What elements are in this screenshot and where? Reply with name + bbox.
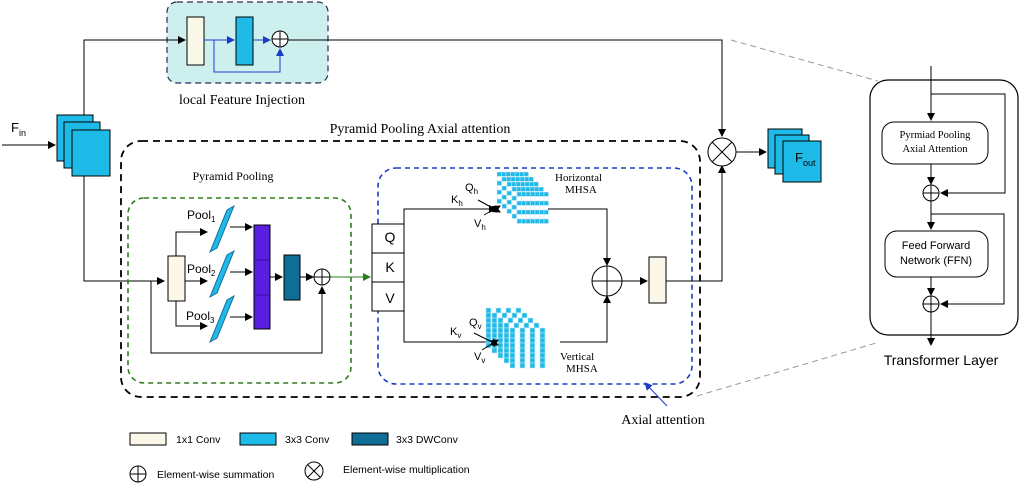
v-label: V [385, 290, 395, 306]
transformer-ppa-line1: Pyrmiad Pooling [900, 130, 972, 141]
pool-3-layer [208, 294, 236, 344]
legend-conv1x1: 1x1 Conv [176, 434, 221, 446]
ppa-title: Pyramid Pooling Axial attention [330, 122, 511, 137]
horizontal-mhsa-grid [496, 171, 549, 224]
transformer-ppa-box [881, 121, 989, 165]
output-label: Fout [795, 150, 816, 168]
transformer-ffn-line2: Network (FFN) [900, 255, 972, 267]
transformer-title: Transformer Layer [884, 352, 999, 368]
pool-2-label: Pool2 [187, 262, 216, 278]
legend-sum: Element-wise summation [157, 469, 274, 481]
legend-conv3x3: 3x3 Conv [285, 434, 330, 446]
legend-swatch-conv1x1 [129, 432, 167, 446]
legend-dwconv: 3x3 DWConv [396, 434, 459, 446]
horizontal-title-1: Horizontal [555, 172, 602, 184]
local-conv1x1 [186, 16, 205, 66]
skip-path [288, 39, 726, 137]
horizontal-q-label: Qh [465, 182, 478, 196]
transformer-frame [869, 79, 1019, 336]
transformer-ffn-line1: Feed Forward [902, 240, 970, 252]
pyramid-dwconv [283, 254, 301, 301]
k-label: K [385, 259, 395, 275]
vertical-mhsa-grid [485, 307, 546, 369]
input-feature-stack [56, 114, 111, 177]
legend-swatch-dwconv [351, 432, 389, 446]
input-label: Fin [11, 120, 26, 138]
pool-3-label: Pool3 [186, 309, 215, 325]
legend: 1x1 Conv 3x3 Conv 3x3 DWConv Element-wis… [129, 432, 470, 483]
pool-1-label: Pool1 [187, 208, 216, 224]
transformer-ppa-line2: Axial Attention [902, 144, 968, 155]
vertical-title-1: Vertical [560, 351, 594, 363]
transformer-ffn-box [884, 230, 989, 278]
ppa-frame [120, 140, 701, 398]
local-conv3x3 [235, 16, 254, 66]
axial-conv1x1 [648, 256, 667, 304]
vertical-v-label: Vv [474, 351, 485, 365]
q-label: Q [385, 229, 396, 245]
legend-mult: Element-wise multiplication [343, 464, 470, 476]
pool-1-layer [208, 204, 236, 254]
horizontal-title-2: MHSA [565, 184, 597, 196]
pyramid-conv1x1 [167, 255, 186, 302]
output-feature-stack [767, 128, 822, 183]
pyramid-title: Pyramid Pooling [192, 169, 273, 183]
pool-2-layer [208, 249, 236, 299]
concat-block [253, 224, 271, 330]
vertical-q-label: Qv [469, 317, 482, 331]
qkv-block: Q K V [371, 223, 405, 312]
local-block-label: local Feature Injection [179, 93, 305, 108]
vertical-title-2: MHSA [566, 363, 598, 375]
horizontal-k-label: Kh [451, 194, 463, 208]
local-feature-injection: local Feature Injection [166, 1, 329, 108]
axial-caption: Axial attention [621, 413, 705, 428]
vertical-k-label: Kv [450, 326, 461, 340]
transformer-layer: Pyrmiad Pooling Axial Attention Feed For… [869, 66, 1019, 368]
legend-swatch-conv3x3 [239, 432, 277, 446]
horizontal-v-label: Vh [474, 218, 486, 232]
pyramid-frame [127, 197, 352, 384]
